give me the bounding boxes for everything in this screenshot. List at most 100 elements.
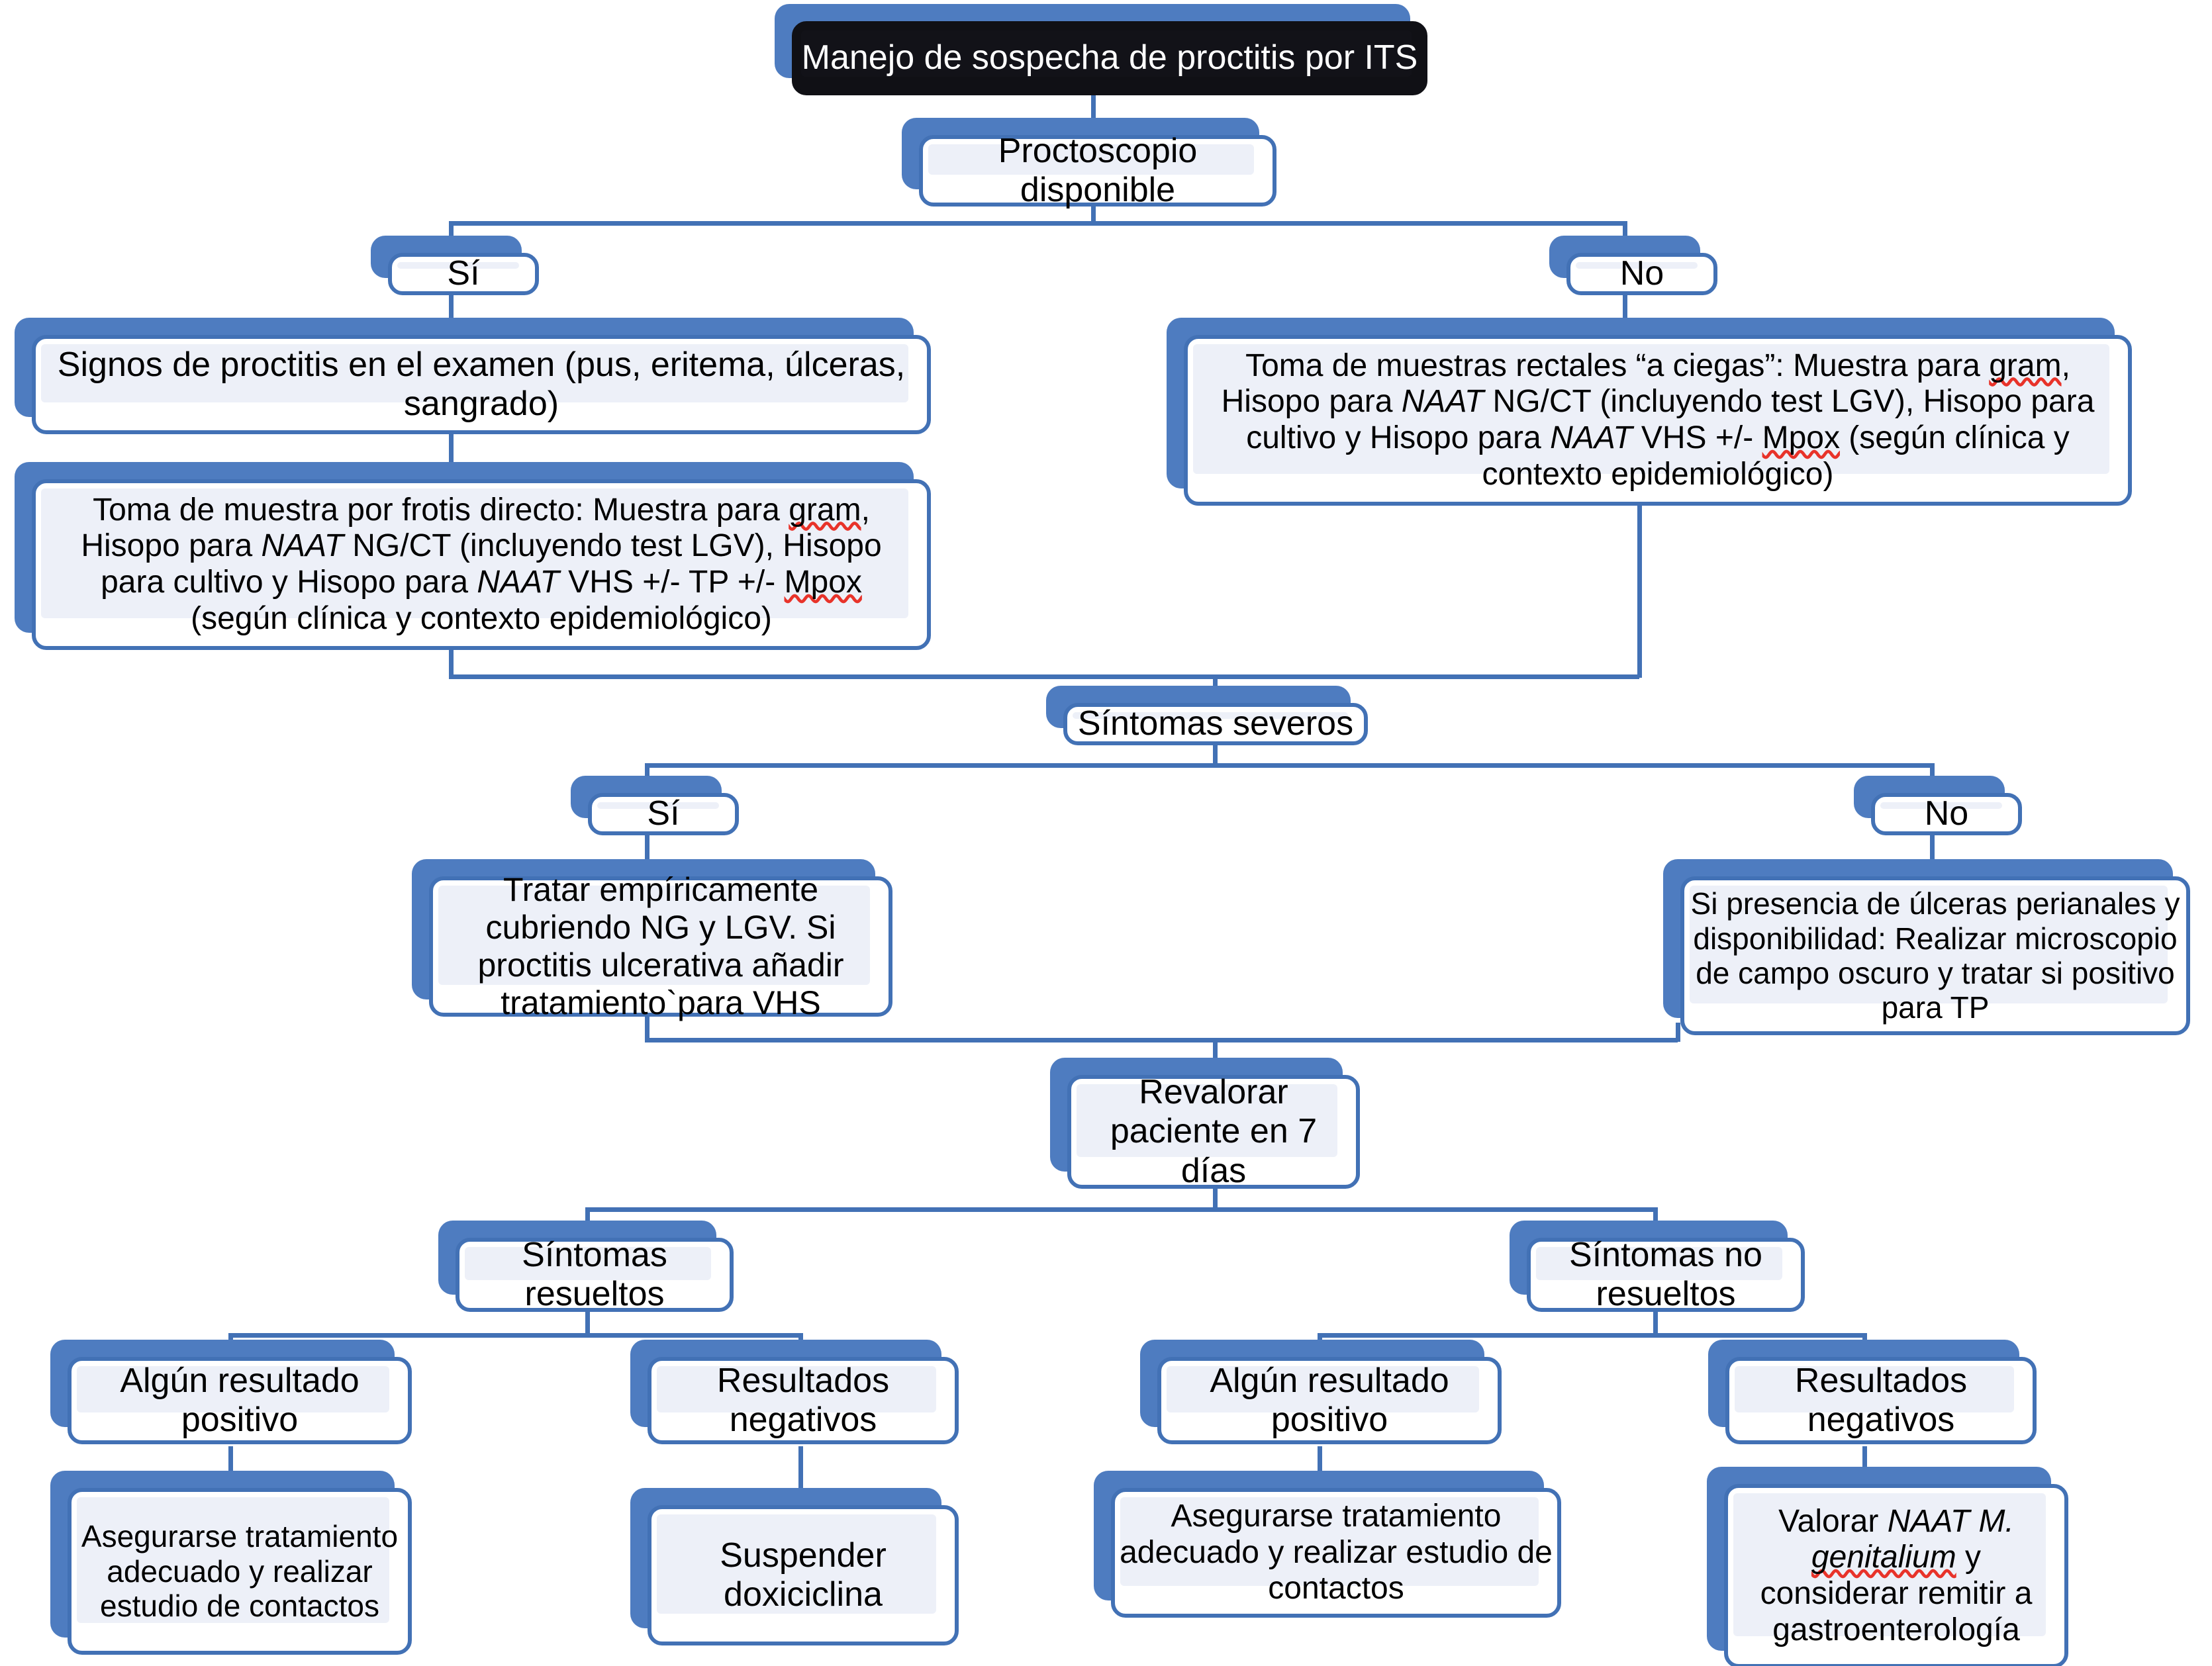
node-inner-fill (1690, 886, 2168, 1003)
node-inner-fill (928, 144, 1254, 175)
node-inner-fill (657, 1366, 936, 1412)
node-inner-fill (438, 886, 870, 985)
node-negativos-der: Resultados negativos (1708, 1340, 2037, 1444)
node-asegurarse-izq-label: Asegurarse tratamiento adecuado y realiz… (81, 1519, 399, 1624)
node-negativos-der-label: Resultados negativos (1794, 1361, 1968, 1439)
node-tratar-label: Tratar empíricamente cubriendo NG y LGV.… (477, 871, 844, 1021)
node-inner-fill (41, 488, 908, 618)
node-card (68, 1357, 412, 1444)
node-positivo-der-label: Algún resultado positivo (1210, 1361, 1449, 1439)
node-proctoscopio: Proctoscopio disponible (902, 118, 1276, 209)
connector-merge-bar-1 (449, 674, 1639, 679)
node-suspender-doxiciclina: Suspender doxiciclina (630, 1488, 959, 1645)
node-card (1680, 876, 2190, 1035)
node-card (648, 1505, 959, 1645)
node-toma-frotis: Toma de muestra por frotis directo: Mues… (15, 462, 931, 650)
connector-negativos-der-down (1862, 1446, 1867, 1476)
connector-ciegas-down (1637, 496, 1642, 678)
node-card (32, 479, 931, 650)
connector-no-resueltos-down (1653, 1311, 1658, 1337)
connector-positivo-der-down (1318, 1446, 1322, 1473)
connector-si2-to-tratar (645, 826, 649, 867)
node-no-2: No (1854, 776, 2022, 835)
node-card (1725, 1357, 2037, 1444)
node-asegurarse-der-label: Asegurarse tratamiento adecuado y realiz… (1120, 1498, 1553, 1606)
node-card (456, 1238, 734, 1312)
node-card (648, 1357, 959, 1444)
node-title-label: Manejo de sospecha de proctitis por ITS (801, 38, 1418, 77)
connector-ulceras-down (1676, 1023, 1680, 1042)
node-sintomas-severos: Síntomas severos (1046, 686, 1368, 745)
node-card (1566, 253, 1717, 295)
node-card (32, 335, 931, 434)
node-inner-fill (397, 262, 519, 269)
connector-split-5 (1318, 1333, 1867, 1338)
node-signos-label: Signos de proctitis en el examen (pus, e… (57, 345, 906, 423)
node-inner-fill (1077, 1084, 1337, 1157)
connector-negativos-izq-down (798, 1446, 803, 1489)
node-card (1527, 1238, 1805, 1312)
node-inner-fill (1193, 344, 2109, 474)
connector-revalorar-down (1213, 1185, 1218, 1211)
node-proctoscopio-label: Proctoscopio disponible (998, 131, 1198, 209)
node-valorar-naat: Valorar NAAT M. genitalium y considerar … (1707, 1467, 2068, 1666)
node-card (1157, 1357, 1502, 1444)
connector-no1-to-ciegas (1623, 285, 1627, 328)
node-si-2-label: Sí (647, 794, 680, 833)
node-card (388, 253, 539, 295)
node-positivo-izq: Algún resultado positivo (50, 1340, 412, 1444)
node-card (1067, 1075, 1360, 1189)
node-inner-fill (1880, 802, 2002, 809)
node-signos-proctitis: Signos de proctitis en el examen (pus, e… (15, 318, 931, 434)
connector-proctoscopio-down (1091, 199, 1096, 225)
node-si-1-label: Sí (447, 254, 480, 293)
connector-positivo-izq-down (228, 1446, 233, 1473)
node-card (1111, 1488, 1561, 1618)
connector-split-4 (228, 1333, 803, 1338)
node-inner-fill (465, 1247, 711, 1280)
node-no-2-label: No (1924, 794, 1969, 833)
connector-frotis-down (449, 637, 454, 678)
node-inner-fill (1167, 1366, 1479, 1412)
connector-resueltos-down (585, 1311, 590, 1337)
node-revalorar: Revalorar paciente en 7 días (1050, 1058, 1360, 1190)
node-positivo-der: Algún resultado positivo (1140, 1340, 1502, 1444)
node-card (429, 876, 892, 1017)
node-sintomas-resueltos-label: Síntomas resueltos (522, 1235, 667, 1313)
node-inner-fill (801, 30, 1412, 77)
node-card (1724, 1484, 2068, 1666)
node-sintomas-resueltos: Síntomas resueltos (438, 1221, 734, 1313)
node-si-2: Sí (571, 776, 739, 835)
node-negativos-izq: Resultados negativos (630, 1340, 959, 1444)
node-inner-fill (1733, 1493, 2046, 1636)
node-inner-fill (1120, 1497, 1539, 1586)
node-sintomas-severos-label: Síntomas severos (1077, 704, 1354, 743)
node-valorar-naat-label: Valorar NAAT M. genitalium y considerar … (1760, 1503, 2033, 1647)
node-inner-fill (1735, 1366, 2014, 1412)
node-revalorar-label: Revalorar paciente en 7 días (1110, 1073, 1318, 1190)
connector-merge2-to-revalorar (1213, 1038, 1218, 1064)
node-ulceras-perianales: Si presencia de úlceras perianales y dis… (1663, 859, 2190, 1035)
node-toma-ciegas-label: Toma de muestras rectales “a ciegas”: Mu… (1221, 347, 2095, 492)
connector-tratar-down (645, 1007, 649, 1042)
node-negativos-izq-label: Resultados negativos (716, 1361, 890, 1439)
node-inner-fill (657, 1514, 936, 1614)
node-inner-fill (1073, 712, 1348, 719)
node-positivo-izq-label: Algún resultado positivo (120, 1361, 360, 1439)
connector-sintomas-down (1213, 737, 1218, 767)
node-inner-fill (77, 1497, 389, 1623)
node-asegurarse-der: Asegurarse tratamiento adecuado y realiz… (1094, 1471, 1561, 1618)
connector-title-to-proctoscopio (1091, 85, 1096, 126)
node-sintomas-no-resueltos: Síntomas no resueltos (1510, 1221, 1805, 1313)
node-inner-fill (41, 344, 908, 402)
node-card (919, 135, 1276, 207)
node-si-1: Sí (371, 236, 539, 295)
connector-split-3 (585, 1207, 1658, 1212)
node-card (588, 793, 739, 835)
connector-signos-to-frotis (449, 424, 454, 467)
node-title: Manejo de sospecha de proctitis por ITS (775, 4, 1427, 95)
connector-si1-to-signos (449, 285, 454, 328)
node-card (1063, 703, 1368, 745)
node-card (1184, 335, 2132, 506)
